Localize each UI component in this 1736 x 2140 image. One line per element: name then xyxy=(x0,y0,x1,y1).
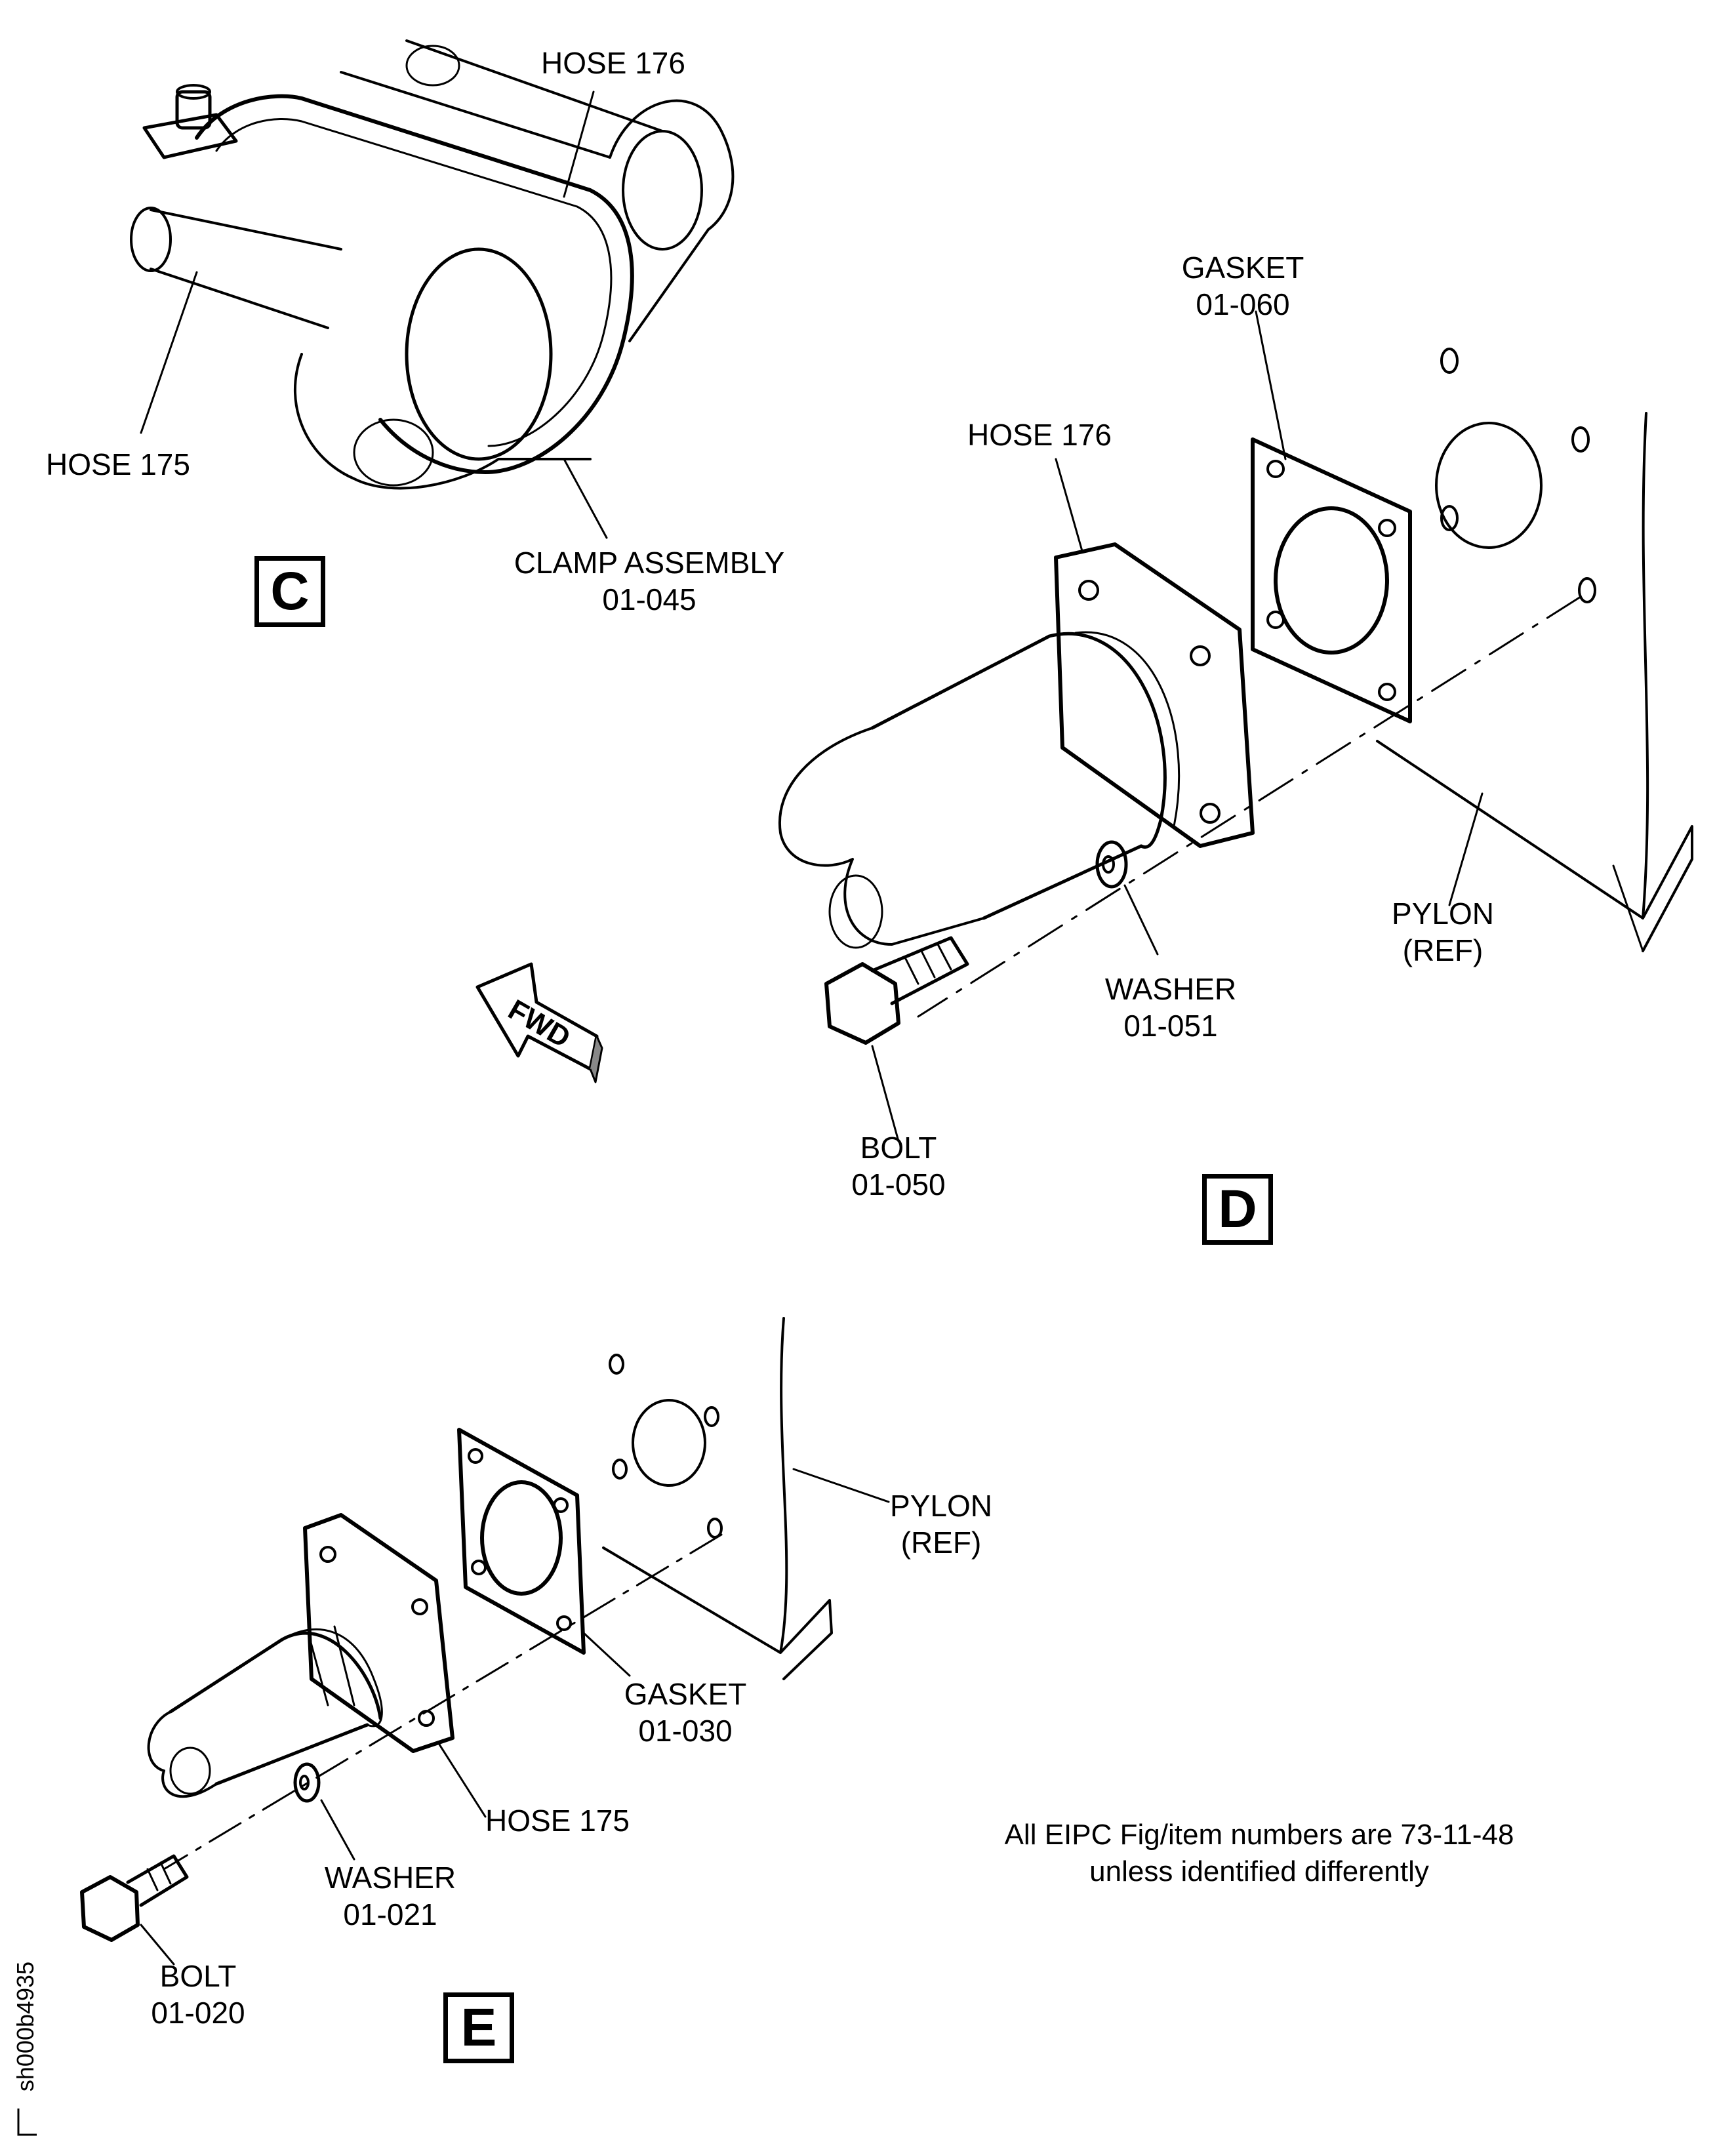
view-e-box-label: E xyxy=(443,1992,514,2063)
view-e-bolt-label: BOLT 01-020 xyxy=(151,1959,245,2030)
view-d-pylon xyxy=(1376,412,1693,952)
view-d-bolt-label: BOLT 01-050 xyxy=(851,1131,946,1201)
view-e-gasket xyxy=(457,1428,586,1655)
leader-lines xyxy=(140,91,1484,1966)
view-e-pylon-label: PYLON (REF) xyxy=(890,1489,992,1560)
view-d-washer-label: WASHER 01-051 xyxy=(1104,972,1237,1043)
view-e-pylon xyxy=(602,1317,833,1680)
view-d-centerline xyxy=(917,596,1582,1018)
leader-e-pylon xyxy=(792,1468,890,1503)
view-c-clamp-label: CLAMP ASSEMBLY 01-045 xyxy=(514,546,785,616)
view-e-washer xyxy=(293,1762,321,1803)
view-d-pylon-label: PYLON (REF) xyxy=(1392,897,1494,967)
view-d-hose-flange xyxy=(1054,542,1255,848)
view-d-gasket-label: GASKET 01-060 xyxy=(1181,251,1304,321)
view-e-bolt xyxy=(126,1854,189,1907)
leader-d-hose-176 xyxy=(1055,458,1083,552)
leader-d-gasket xyxy=(1255,310,1287,460)
eipc-note: All EIPC Fig/item numbers are 73-11-48 u… xyxy=(1004,1819,1514,1888)
leader-e-bolt xyxy=(140,1924,175,1966)
leader-e-washer xyxy=(320,1799,355,1861)
view-e-hose-body xyxy=(169,1638,369,1786)
fwd-arrow: FWD xyxy=(475,962,603,1083)
view-c-box-label: C xyxy=(254,556,325,627)
view-c-drawing xyxy=(130,39,735,490)
leader-e-hose-175 xyxy=(438,1743,487,1818)
leader-e-gasket xyxy=(582,1632,631,1677)
view-d-hose-176-label: HOSE 176 xyxy=(967,418,1112,452)
leader-d-washer xyxy=(1123,884,1159,956)
leader-c-hose-175 xyxy=(140,271,198,434)
view-e-gasket-label: GASKET 01-030 xyxy=(624,1677,747,1748)
leader-c-hose-176 xyxy=(563,91,595,198)
view-d-drawing xyxy=(778,348,1693,1045)
view-c-clamp-body xyxy=(195,94,634,474)
view-d-washer xyxy=(1095,840,1128,889)
view-e-hose-175-label: HOSE 175 xyxy=(485,1804,630,1838)
leader-c-clamp xyxy=(563,458,608,539)
sheet-id-bracket xyxy=(17,2109,37,2136)
view-c-hose-176 xyxy=(340,39,664,159)
view-e-drawing xyxy=(80,1317,833,1942)
view-d-hose-body xyxy=(870,634,1143,920)
view-c-hose-175-label: HOSE 175 xyxy=(46,447,190,481)
view-d-gasket xyxy=(1251,437,1412,723)
view-d-bolt xyxy=(870,936,969,1005)
sheet-id: sh000b4935 xyxy=(12,1961,39,2092)
view-c-hose-176-label: HOSE 176 xyxy=(541,46,685,80)
leader-d-bolt xyxy=(871,1045,900,1142)
view-c-clamp-bolt xyxy=(175,90,212,130)
view-c-hose-175 xyxy=(150,209,342,329)
view-e-hose-flange xyxy=(303,1513,454,1753)
view-d-box-label: D xyxy=(1202,1174,1273,1245)
leader-d-pylon xyxy=(1448,792,1484,906)
view-e-washer-label: WASHER 01-021 xyxy=(324,1861,456,1931)
view-e-centerline xyxy=(163,1533,723,1870)
view-c-clamp-tab xyxy=(142,113,238,159)
